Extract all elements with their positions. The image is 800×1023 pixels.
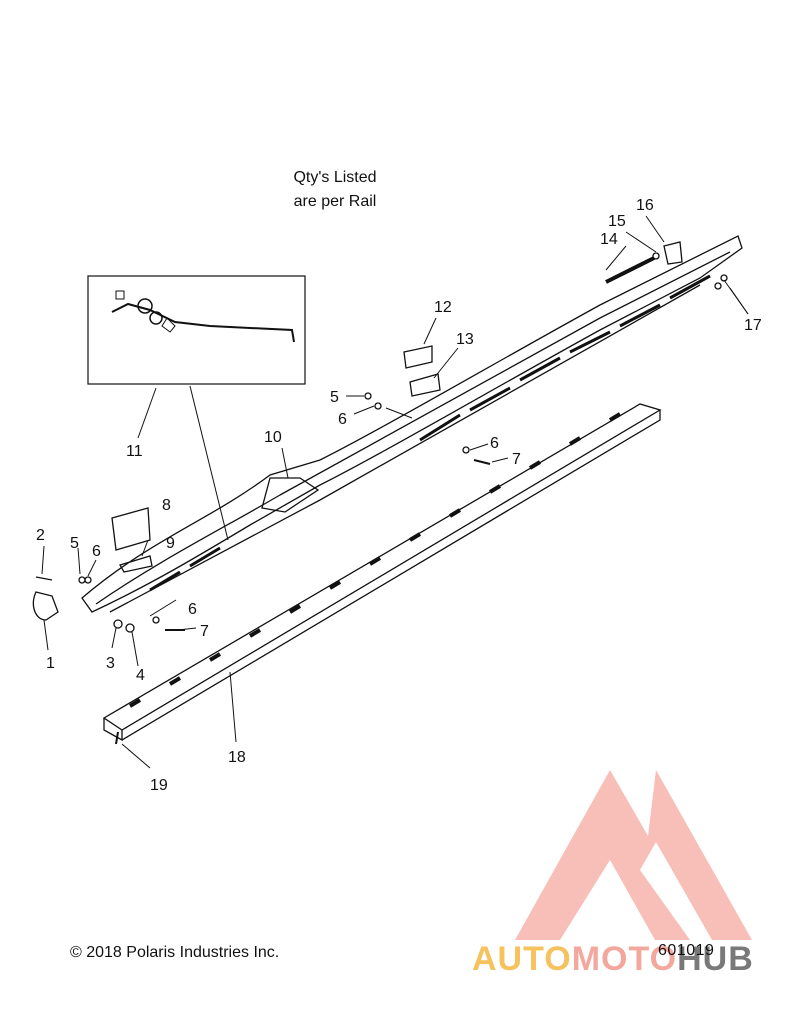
callout-18: 18 xyxy=(228,749,246,766)
callout-16: 16 xyxy=(636,197,654,214)
callout-10: 10 xyxy=(264,429,282,446)
callout-11: 11 xyxy=(126,443,143,460)
callout-7a: 7 xyxy=(512,451,521,468)
slide-strip xyxy=(102,403,662,742)
leader-lines xyxy=(41,215,749,769)
callout-1: 1 xyxy=(46,655,55,672)
quantity-note: Qty's Listed are per Rail xyxy=(255,166,415,214)
note-line-2: are per Rail xyxy=(293,193,377,210)
callout-13: 13 xyxy=(456,331,474,348)
callout-9: 9 xyxy=(166,535,175,552)
callout-17: 17 xyxy=(744,317,762,334)
watermark-word-1: AUTO xyxy=(472,940,572,978)
note-line-1: Qty's Listed xyxy=(293,169,377,186)
watermark-logo-icon xyxy=(515,770,752,940)
callout-6b: 6 xyxy=(490,435,499,452)
callout-6c: 6 xyxy=(92,543,101,560)
callout-8: 8 xyxy=(162,497,171,514)
inset-box xyxy=(87,275,306,385)
callout-7b: 7 xyxy=(200,623,209,640)
callout-2: 2 xyxy=(36,527,45,544)
callout-5b: 5 xyxy=(70,535,79,552)
callout-15: 15 xyxy=(608,213,626,230)
document-number: 601019 xyxy=(658,942,715,959)
watermark-word-3: HUB xyxy=(677,940,754,978)
callout-3: 3 xyxy=(106,655,115,672)
callout-6a: 6 xyxy=(338,411,347,428)
callout-4: 4 xyxy=(136,667,145,684)
watermark-wordmark: AUTOMOTOHUB xyxy=(472,940,754,979)
callout-labels: 1 2 3 4 5 5 6 6 6 6 7 7 8 9 10 11 12 13 … xyxy=(36,197,762,794)
copyright-text: © 2018 Polaris Industries Inc. xyxy=(70,944,280,961)
watermark-word-2: MOTO xyxy=(571,940,678,978)
callout-6d: 6 xyxy=(188,601,197,618)
callout-19: 19 xyxy=(150,777,168,794)
callout-5a: 5 xyxy=(330,389,339,406)
rail-body xyxy=(81,235,743,613)
callout-14: 14 xyxy=(600,231,618,248)
callout-12: 12 xyxy=(434,299,452,316)
